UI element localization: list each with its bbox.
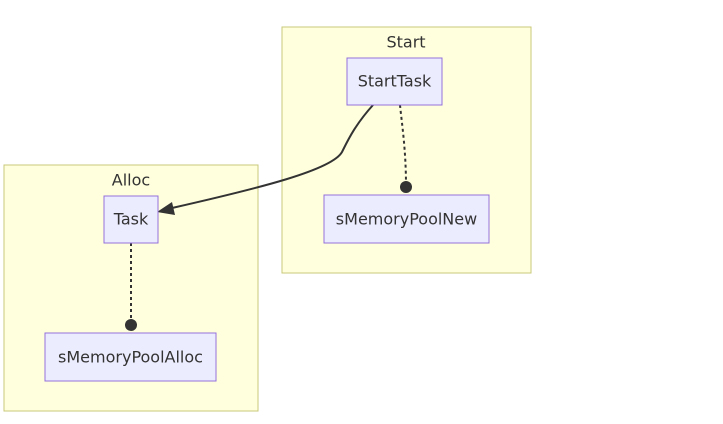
- node-smemorypoolalloc-box: [44, 332, 217, 382]
- node-smemorypoolnew-label: sMemoryPoolNew: [336, 210, 477, 229]
- edge-starttask-to-smemorypoolnew: [399, 104, 407, 187]
- edge-starttask-to-task-arrowhead: [157, 202, 175, 215]
- edge-task-to-smemorypoolalloc-dot: [125, 319, 137, 331]
- node-smemorypoolnew[interactable]: sMemoryPoolNew: [323, 194, 490, 244]
- node-task-box: [103, 195, 159, 244]
- cluster-start-label: Start: [386, 33, 425, 52]
- node-task[interactable]: Task: [103, 195, 159, 244]
- node-smemorypoolnew-box: [323, 194, 490, 244]
- cluster-alloc-label: Alloc: [112, 171, 150, 190]
- node-starttask[interactable]: StartTask: [346, 57, 443, 106]
- node-smemorypoolalloc-label: sMemoryPoolAlloc: [58, 348, 203, 367]
- node-task-label: Task: [113, 210, 149, 229]
- edge-starttask-to-task: [171, 104, 374, 209]
- edge-starttask-to-smemorypoolnew-dot: [400, 181, 412, 193]
- node-starttask-label: StartTask: [358, 72, 432, 91]
- node-smemorypoolalloc[interactable]: sMemoryPoolAlloc: [44, 332, 217, 382]
- node-starttask-box: [346, 57, 443, 106]
